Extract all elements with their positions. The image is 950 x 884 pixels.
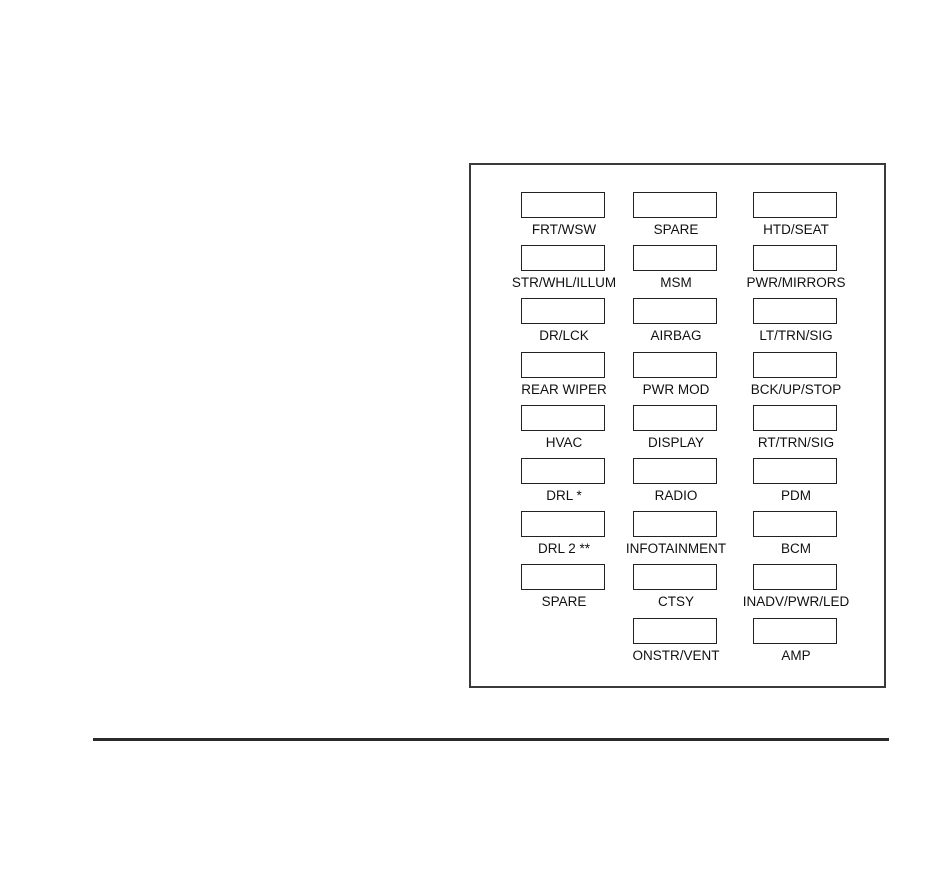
fuse-slot: SPARE: [606, 192, 746, 242]
fuse-label: CTSY: [606, 594, 746, 610]
fuse-rectangle: [633, 298, 717, 324]
fuse-slot: ONSTR/VENT: [606, 618, 746, 668]
fuse-rectangle: [753, 352, 837, 378]
fuse-rectangle: [633, 352, 717, 378]
fuse-label: RADIO: [606, 488, 746, 504]
fuse-rectangle: [633, 511, 717, 537]
fuse-slot: BCK/UP/STOP: [726, 352, 866, 402]
fuse-label: AMP: [726, 648, 866, 664]
fuse-slot: CTSY: [606, 564, 746, 614]
fuse-slot: INFOTAINMENT: [606, 511, 746, 561]
fuse-rectangle: [521, 352, 605, 378]
fuse-rectangle: [753, 458, 837, 484]
fuse-rectangle: [753, 298, 837, 324]
fuse-slot: RADIO: [606, 458, 746, 508]
fuse-rectangle: [753, 511, 837, 537]
fuse-rectangle: [521, 245, 605, 271]
horizontal-divider: [93, 738, 889, 741]
fuse-label: INADV/PWR/LED: [726, 594, 866, 610]
fuse-rectangle: [753, 192, 837, 218]
fuse-label: BCM: [726, 541, 866, 557]
fuse-label: DISPLAY: [606, 435, 746, 451]
fuse-label: MSM: [606, 275, 746, 291]
fuse-slot: MSM: [606, 245, 746, 295]
fuse-rectangle: [633, 564, 717, 590]
fuse-label: PWR/MIRRORS: [726, 275, 866, 291]
fuse-slot: PWR MOD: [606, 352, 746, 402]
fuse-slot: AIRBAG: [606, 298, 746, 348]
fuse-rectangle: [633, 405, 717, 431]
fuse-rectangle: [521, 564, 605, 590]
fuse-rectangle: [633, 458, 717, 484]
fuse-rectangle: [753, 564, 837, 590]
fuse-label: ONSTR/VENT: [606, 648, 746, 664]
fuse-rectangle: [521, 405, 605, 431]
fuse-rectangle: [753, 618, 837, 644]
fuse-label: INFOTAINMENT: [606, 541, 746, 557]
fuse-rectangle: [633, 245, 717, 271]
fuse-rectangle: [633, 618, 717, 644]
fuse-label: PWR MOD: [606, 382, 746, 398]
fuse-slot: AMP: [726, 618, 866, 668]
fuse-slot: RT/TRN/SIG: [726, 405, 866, 455]
fuse-label: PDM: [726, 488, 866, 504]
fuse-rectangle: [521, 458, 605, 484]
fuse-rectangle: [521, 192, 605, 218]
fuse-rectangle: [753, 245, 837, 271]
fuse-slot: HTD/SEAT: [726, 192, 866, 242]
fuse-label: RT/TRN/SIG: [726, 435, 866, 451]
fuse-slot: DISPLAY: [606, 405, 746, 455]
fuse-rectangle: [633, 192, 717, 218]
fuse-slot: PWR/MIRRORS: [726, 245, 866, 295]
fuse-rectangle: [521, 298, 605, 324]
fuse-slot: LT/TRN/SIG: [726, 298, 866, 348]
fuse-label: LT/TRN/SIG: [726, 328, 866, 344]
fuse-label: BCK/UP/STOP: [726, 382, 866, 398]
fuse-rectangle: [521, 511, 605, 537]
fuse-slot: PDM: [726, 458, 866, 508]
fuse-rectangle: [753, 405, 837, 431]
fuse-label: HTD/SEAT: [726, 222, 866, 238]
fuse-slot: BCM: [726, 511, 866, 561]
fuse-label: AIRBAG: [606, 328, 746, 344]
fuse-label: SPARE: [606, 222, 746, 238]
fuse-slot: INADV/PWR/LED: [726, 564, 866, 614]
